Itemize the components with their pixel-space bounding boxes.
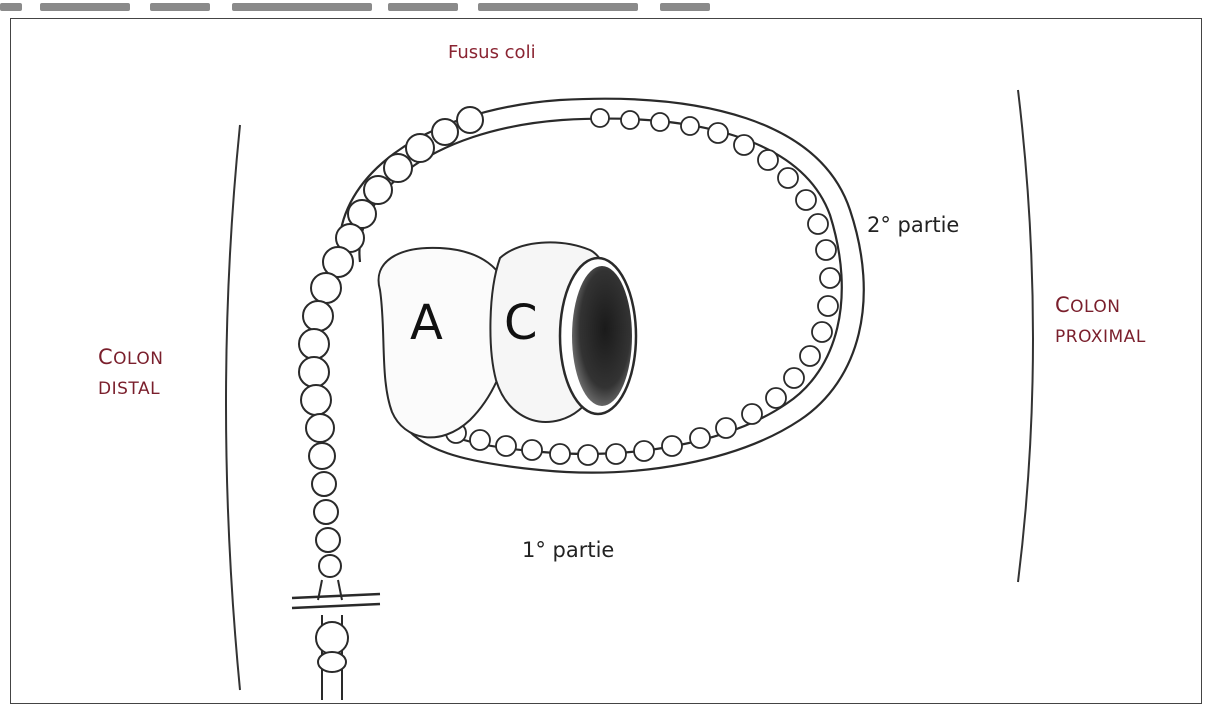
ampulla-letter: A xyxy=(410,295,443,351)
colon-proximal-word1: COLON xyxy=(1055,290,1146,322)
colon-distal-label: COLON DISTAL xyxy=(98,342,164,404)
right-bracket xyxy=(1018,90,1033,582)
cut-mark xyxy=(292,594,380,608)
cecum-letter: C xyxy=(504,295,538,351)
left-bracket xyxy=(226,125,240,690)
lower-bulge xyxy=(316,622,348,672)
second-part-label: 2° partie xyxy=(867,213,959,237)
fusus-coli-label: Fusus coli xyxy=(448,42,536,63)
colon-proximal-label: COLON PROXIMAL xyxy=(1055,290,1146,352)
colon-distal-word1: COLON xyxy=(98,342,164,374)
colon-proximal-word2: PROXIMAL xyxy=(1055,322,1146,352)
first-part-label: 1° partie xyxy=(522,538,614,562)
colon-distal-word2: DISTAL xyxy=(98,374,164,404)
